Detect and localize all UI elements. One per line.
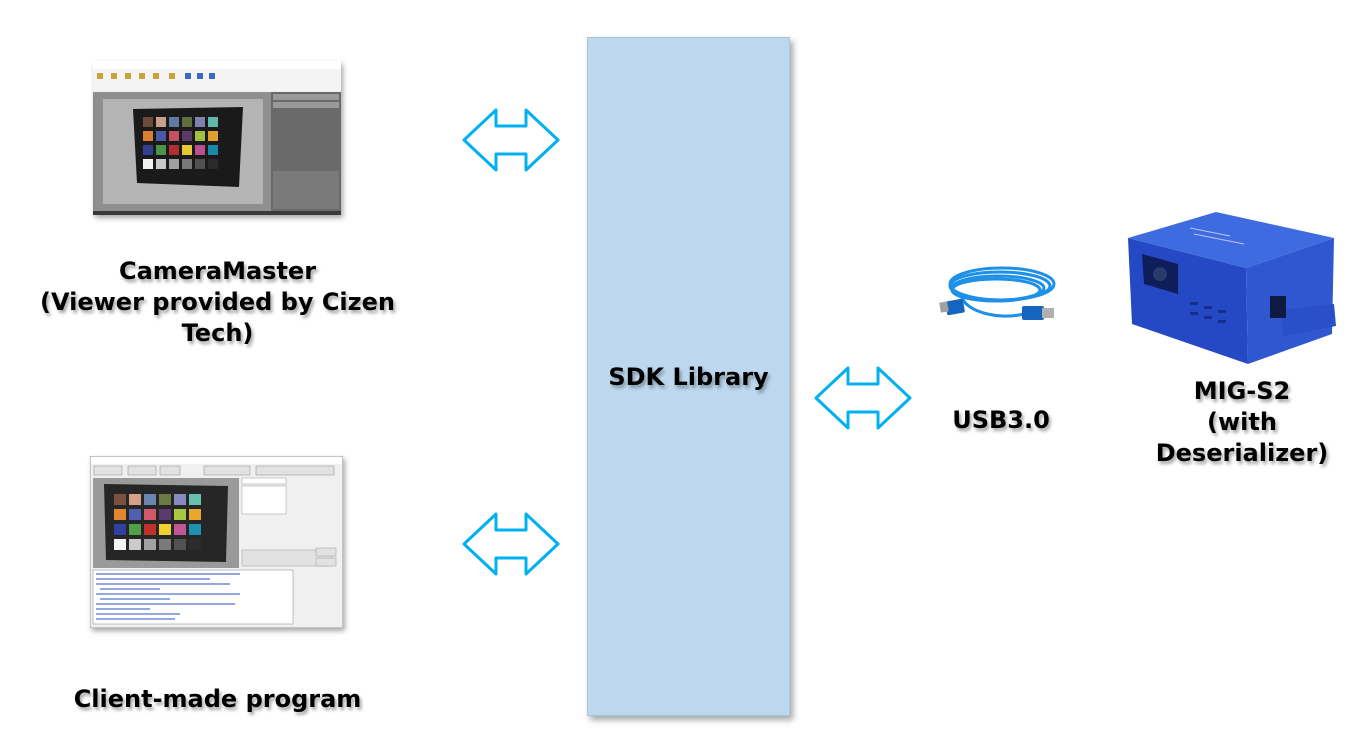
mig-s2-subtitle: (with Deserializer) (1155, 408, 1329, 467)
double-arrow-icon (462, 512, 560, 576)
double-arrow-icon (462, 108, 560, 172)
sdk-library-box: SDK Library (587, 37, 790, 716)
usb-label: USB3.0 (952, 406, 1050, 434)
client-program-screenshot (90, 456, 343, 628)
camera-master-screenshot (93, 61, 341, 215)
camera-master-caption: CameraMaster (Viewer provided by Cizen T… (0, 256, 435, 349)
client-program-title: Client-made program (73, 685, 362, 713)
camera-master-title: CameraMaster (118, 257, 317, 285)
client-program-caption: Client-made program (0, 684, 435, 715)
mig-s2-caption: MIG-S2 (with Deserializer) (1120, 376, 1364, 469)
sdk-library-label: SDK Library (608, 363, 769, 391)
mig-s2-title: MIG-S2 (1193, 377, 1291, 405)
double-arrow-icon (814, 366, 912, 430)
camera-master-subtitle: (Viewer provided by Cizen Tech) (40, 288, 395, 347)
usb-caption: USB3.0 (930, 405, 1072, 436)
usb-cable-icon (939, 266, 1056, 320)
mig-s2-device-icon (1128, 212, 1336, 364)
